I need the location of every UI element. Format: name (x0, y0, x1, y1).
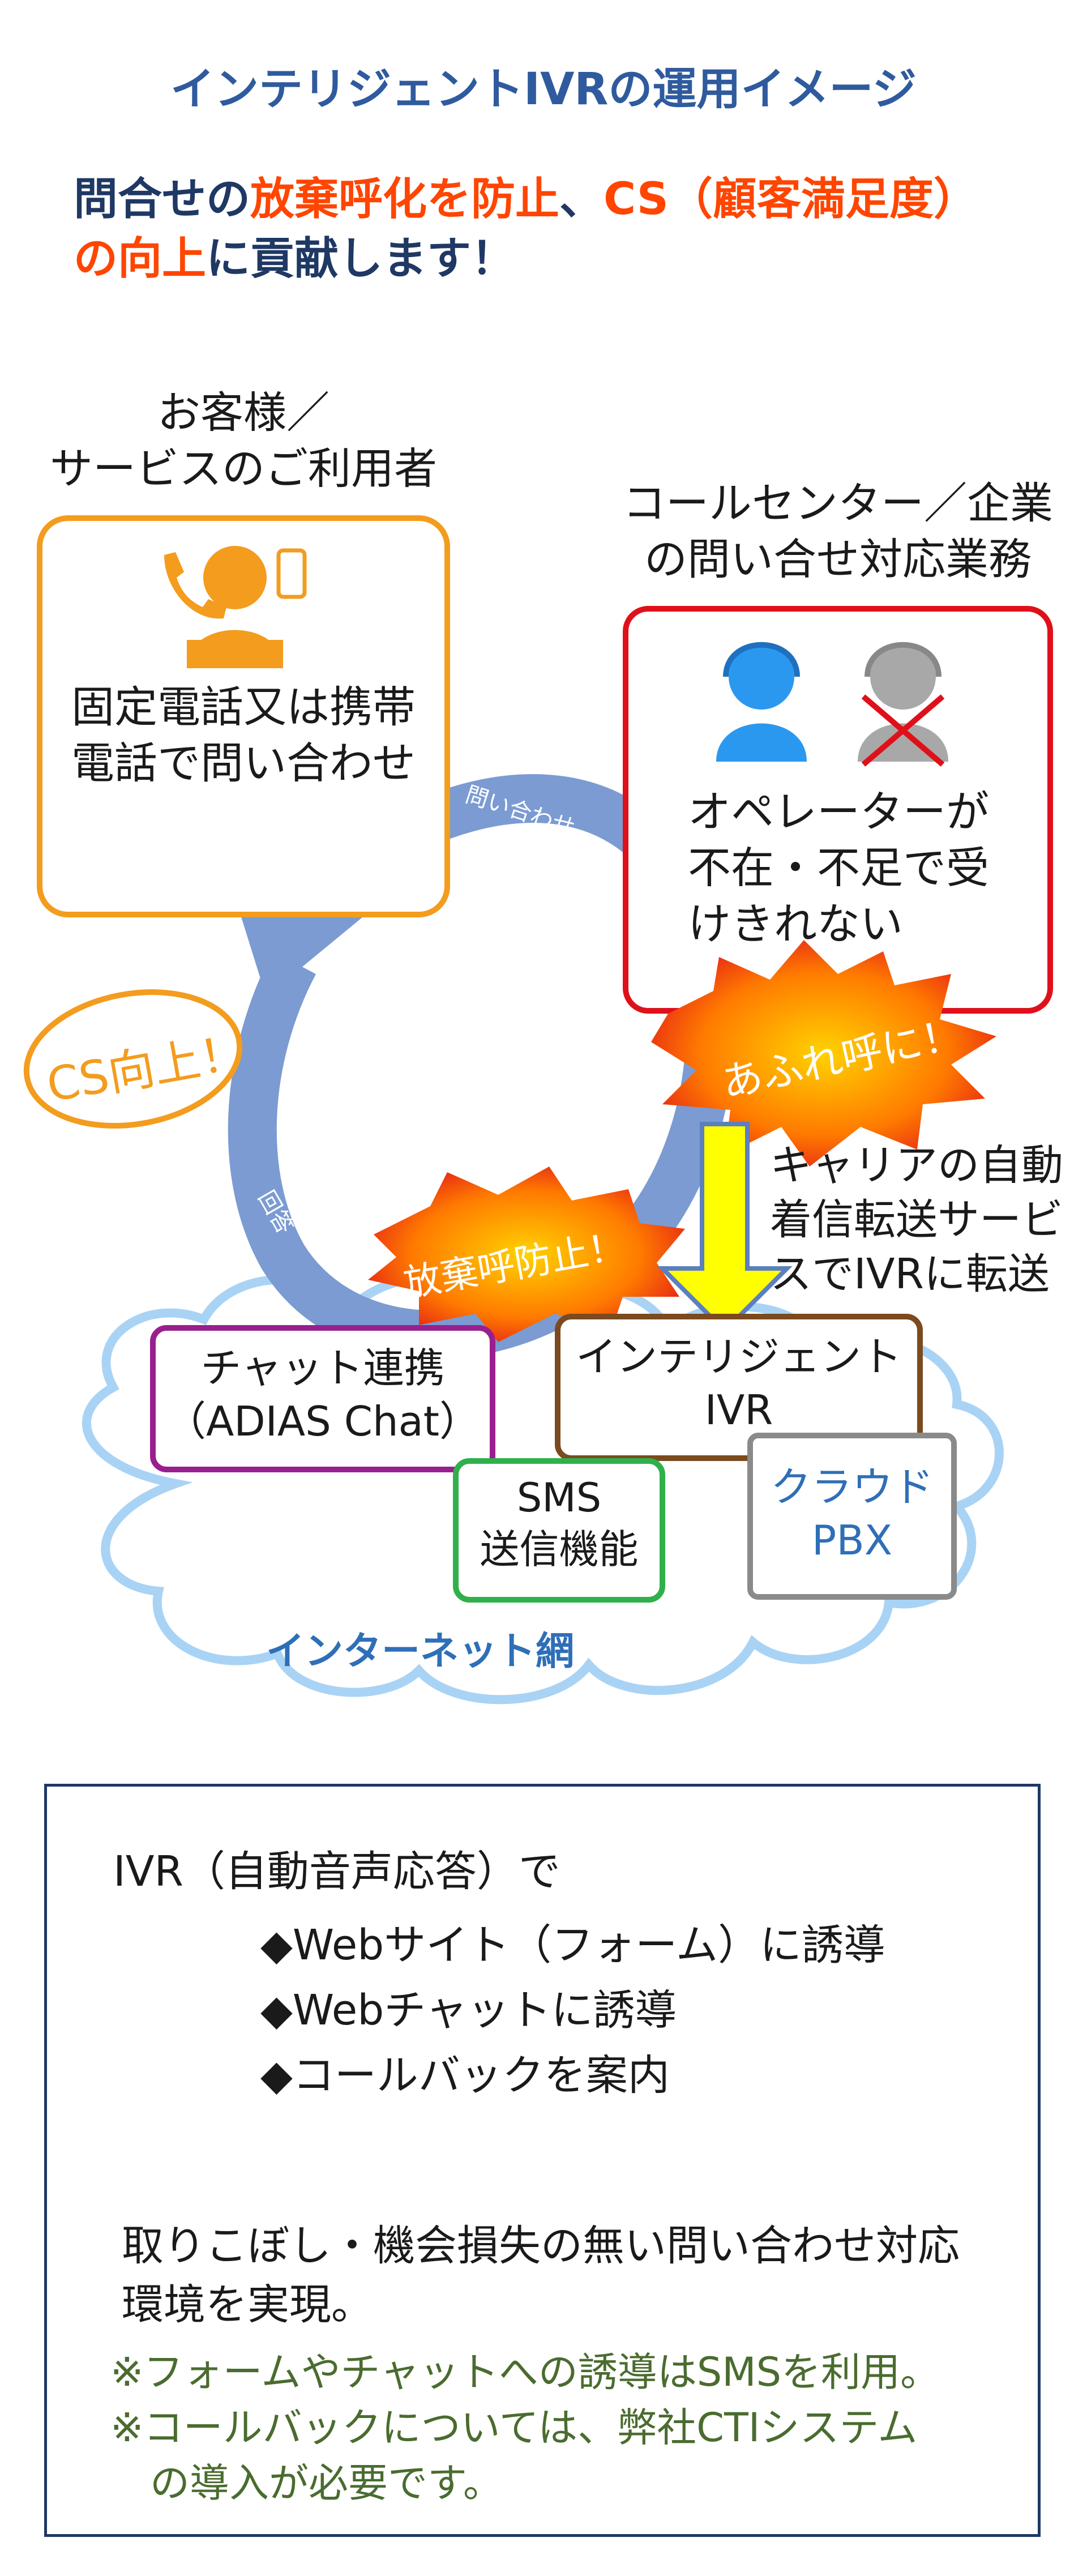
ivr-line: インテリジェント (575, 1333, 902, 1381)
callcenter-box-text: オペレーターが 不在・不足で受 けきれない (688, 784, 989, 952)
customer-box-line: 固定電話又は携帯 (71, 682, 416, 732)
sms-line: 送信機能 (480, 1526, 639, 1573)
ivr-line: IVR (704, 1386, 773, 1434)
cycle-arrowhead-icon (238, 906, 362, 997)
summary-result: 取りこぼし・機会損失の無い問い合わせ対応 環境を実現。 (122, 2217, 960, 2334)
bullet-chat: ◆Webチャットに誘導 (260, 1986, 677, 2035)
customer-label: お客様／ サービスのご利用者 (34, 385, 453, 497)
customer-label-line: サービスのご利用者 (50, 443, 437, 494)
result-line: 環境を実現。 (122, 2280, 373, 2329)
summary-intro: IVR（自動音声応答）で (113, 1847, 560, 1896)
callcenter-box-line: オペレーターが (688, 787, 989, 837)
chat-box (150, 1325, 495, 1472)
transfer-line: キャリアの自動 (770, 1141, 1063, 1190)
customer-box-line: 電話で問い合わせ (71, 737, 416, 788)
pbx-box (747, 1433, 957, 1600)
customer-box (37, 515, 450, 917)
customer-box-text: 固定電話又は携帯 電話で問い合わせ (45, 680, 442, 792)
footnotes: ※フォームやチャットへの誘導はSMSを利用。 ※コールバックについては、弊社CT… (110, 2344, 940, 2511)
callcenter-label: コールセンター／企業 の問い合せ対応業務 (606, 476, 1070, 588)
internet-label: インターネット網 (266, 1629, 575, 1674)
footnote: の導入が必要です。 (110, 2460, 503, 2506)
lead-part: に貢献します！ (206, 233, 516, 285)
customer-label-line: お客様／ (157, 387, 329, 438)
prevent-burst-icon (368, 1167, 685, 1342)
result-line: 取りこぼし・機会損失の無い問い合わせ対応 (122, 2222, 960, 2270)
lead-part: 、 (559, 174, 604, 225)
lead-highlight: 放棄呼化を防止 (250, 174, 560, 225)
transfer-arrow-icon (657, 1122, 793, 1334)
callcenter-box-line: 不在・不足で受 (688, 842, 989, 893)
chat-box-text: チャット連携 （ADIAS Chat） (156, 1342, 490, 1448)
callcenter-box-line: けきれない (688, 898, 903, 949)
transfer-line: スでIVRに転送 (770, 1250, 1050, 1299)
footnote: ※コールバックについては、弊社CTIシステム (110, 2404, 918, 2451)
summary-box (44, 1784, 1041, 2537)
lead-highlight: CS（顧客満足度） (604, 174, 978, 225)
ivr-box (555, 1314, 923, 1461)
ivr-box-text: インテリジェント IVR (560, 1331, 917, 1437)
customer-phone-icon (164, 546, 307, 668)
callcenter-label-line: の問い合せ対応業務 (644, 533, 1032, 584)
callcenter-label-line: コールセンター／企業 (623, 478, 1053, 528)
overflow-burst-icon (651, 940, 996, 1167)
pbx-line: PBX (811, 1516, 893, 1564)
transfer-line: 着信転送サービ (770, 1195, 1063, 1245)
bullet-callback: ◆コールバックを案内 (260, 2051, 670, 2100)
chat-line: （ADIAS Chat） (165, 1397, 481, 1445)
lead-highlight: の向上 (74, 233, 207, 285)
bullet-form: ◆Webサイト（フォーム）に誘導 (260, 1921, 886, 1970)
lead-message: 問合せの放棄呼化を防止、CS（顧客満足度） の向上に貢献します！ (74, 170, 1036, 289)
absent-operator-icon (858, 642, 948, 767)
lead-part: 問合せの (74, 174, 251, 225)
operator-icon (716, 642, 807, 762)
sms-box (453, 1458, 665, 1603)
footnote: ※フォームやチャットへの誘導はSMSを利用。 (110, 2349, 940, 2395)
pbx-line: クラウド (770, 1463, 934, 1511)
transfer-text: キャリアの自動 着信転送サービ スでIVRに転送 (770, 1138, 1063, 1302)
page-title: インテリジェントIVRの運用イメージ (170, 64, 917, 115)
pbx-box-text: クラウド PBX (753, 1461, 951, 1567)
cs-up-badge (23, 989, 243, 1129)
chat-line: チャット連携 (200, 1344, 445, 1392)
sms-box-text: SMS 送信機能 (459, 1472, 660, 1575)
sms-line: SMS (516, 1475, 602, 1521)
diagram-canvas (23, 515, 1053, 1704)
